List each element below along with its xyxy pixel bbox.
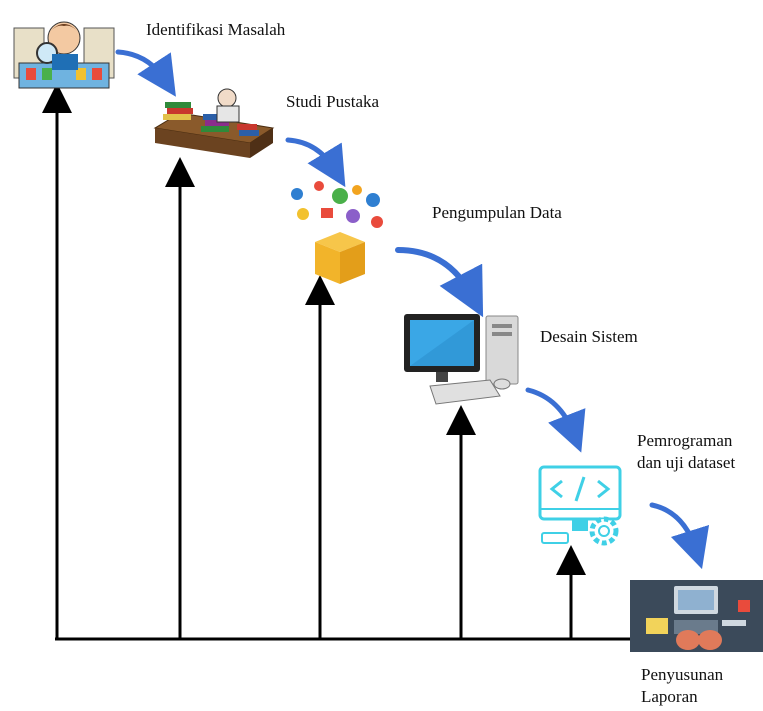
flow-arrow-2 [285,137,346,188]
step-label-5: Pemrograman dan uji dataset [637,431,736,472]
desktop-computer-icon [404,314,519,405]
step-label-4: Desain Sistem [540,327,638,346]
flow-arrow-1 [115,49,176,97]
flow-arrow-5 [649,502,710,570]
flow-arrow-3 [395,247,484,318]
books-study-icon [153,88,275,158]
person-reading-icon [13,21,115,89]
step-label-6: Penyusunan Laporan [641,665,724,706]
data-box-icon [291,181,383,284]
step-label-1: Identifikasi Masalah [146,20,286,39]
step-label-3: Pengumpulan Data [432,203,562,222]
workspace-laptop-icon [630,580,763,652]
flow-arrow-4 [525,387,586,453]
code-monitor-gear-icon [538,465,622,546]
step-label-2: Studi Pustaka [286,92,380,111]
